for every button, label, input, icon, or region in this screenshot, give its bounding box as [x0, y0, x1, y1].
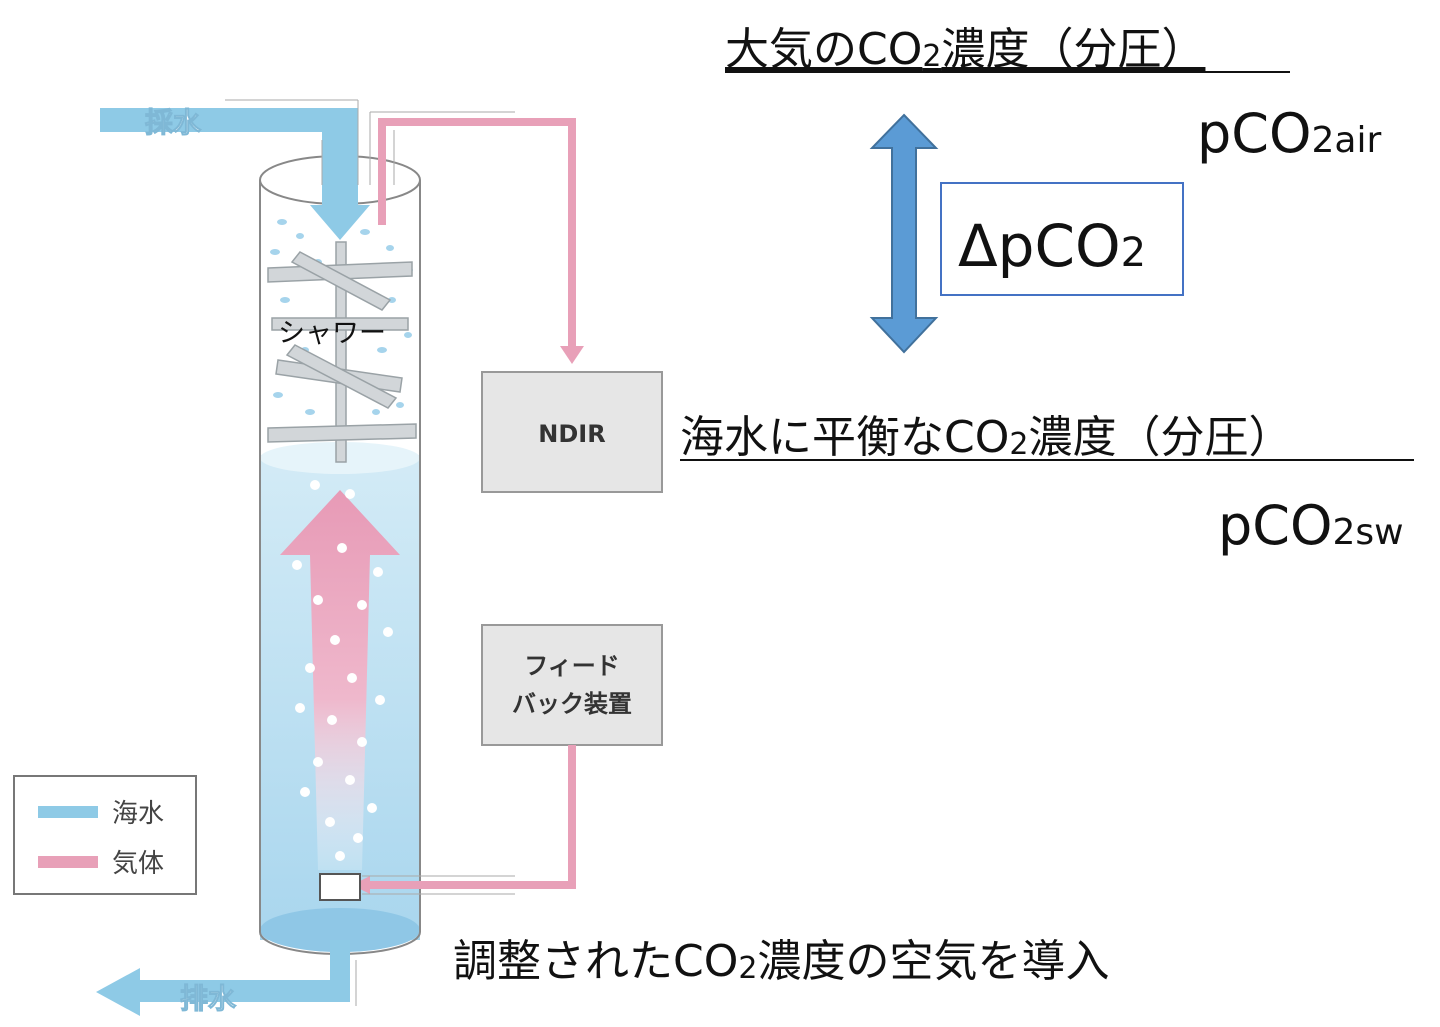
- gas-pipe-to-ndir: [369, 111, 584, 364]
- air-co2-title: 大気のCO2濃度（分圧）: [725, 24, 1205, 75]
- sw-co2-title: 海水に平衡なCO2濃度（分圧）: [680, 412, 1292, 463]
- feedback-pipe: [319, 745, 576, 901]
- gas-bubble-arrow: [280, 490, 400, 870]
- intake-pipe: [100, 99, 370, 240]
- ndir-label: NDIR: [538, 420, 605, 448]
- column-bottom: [260, 908, 420, 952]
- shower-label: シャワー: [278, 318, 386, 349]
- delta-pco2-box: [940, 182, 1184, 296]
- legend: [13, 775, 197, 895]
- ndir-box: [481, 371, 663, 493]
- bottom-caption: 調整されたCO2濃度の空気を導入: [453, 936, 1109, 987]
- delta-pco2-label: ΔpCO2: [958, 212, 1146, 280]
- shower-baffles: [267, 241, 417, 463]
- feedback-label-line2: バック装置: [512, 690, 632, 718]
- intake-label: 採水: [145, 106, 202, 139]
- feedback-box: [481, 624, 663, 746]
- legend-swatch-gas: [38, 856, 98, 868]
- delta-double-arrow: [869, 113, 939, 354]
- legend-swatch-seawater: [38, 806, 98, 818]
- pco2-sw: pCO2sw: [1218, 494, 1404, 557]
- pco2-air: pCO2air: [1197, 102, 1381, 165]
- feedback-label-line1: フィード: [524, 652, 620, 680]
- drain-label: 排水: [180, 982, 237, 1015]
- drain-pipe: [96, 940, 357, 1016]
- gas-diffuser: [319, 873, 361, 901]
- legend-gas-label: 気体: [112, 849, 164, 879]
- legend-seawater-label: 海水: [112, 799, 164, 829]
- gas-bubbles: [292, 480, 393, 861]
